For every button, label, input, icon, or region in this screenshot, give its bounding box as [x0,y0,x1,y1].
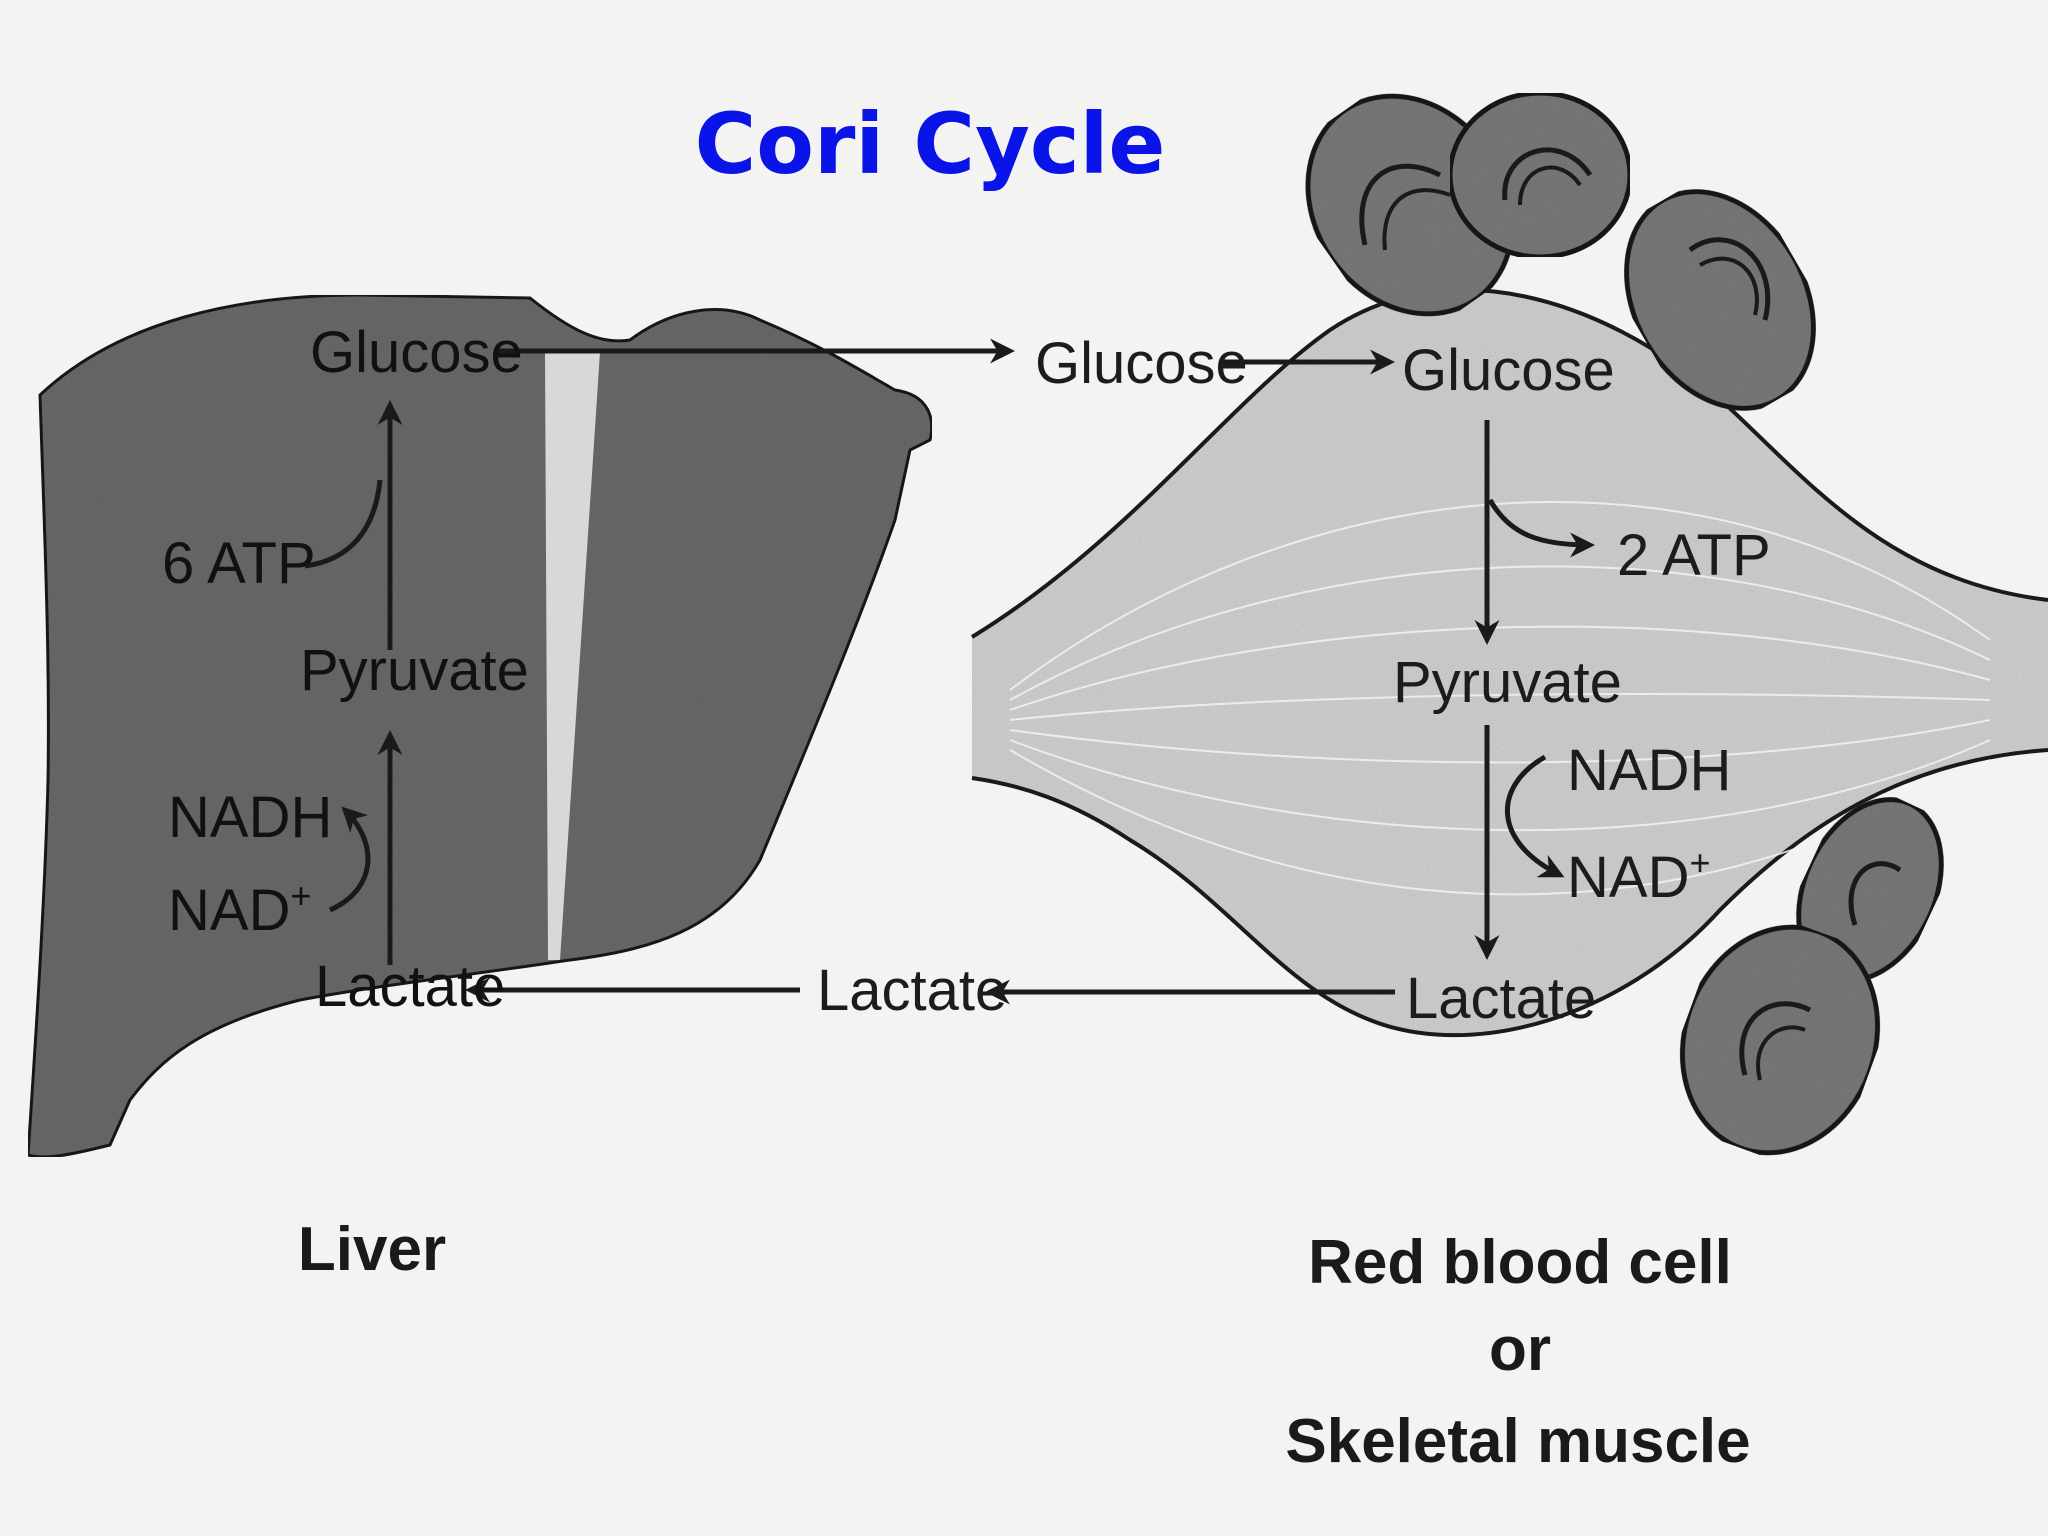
rbc-icon [1624,189,1816,411]
muscle-lactate-label: Lactate [1406,966,1596,1031]
liver-fissure [545,352,600,960]
liver-caption: Liver [298,1215,446,1284]
muscle-caption-line3: Skeletal muscle [1285,1407,1750,1476]
muscle-cell-shape [970,287,2048,1038]
liver-lactate-label: Lactate [315,954,505,1019]
rbc-icon [1679,924,1881,1156]
liver-arrows [304,400,403,965]
red-blood-cells-top [1305,90,1816,411]
muscle-nadh-label: NADH [1567,738,1731,803]
blood-lactate-label: Lactate [817,958,1007,1023]
muscle-arrows [1474,420,1595,960]
muscle-caption-line1: Red blood cell [1308,1228,1732,1297]
liver-nadh-label: NADH [168,785,332,850]
red-blood-cells-bottom [1679,797,1944,1156]
transport-arrows [465,338,1395,1005]
liver-atp-label: 6 ATP [162,531,316,596]
liver-glucose-label: Glucose [310,320,523,385]
muscle-pyruvate-label: Pyruvate [1393,650,1622,715]
muscle-atp-label: 2 ATP [1617,523,1771,588]
liver-shape [26,293,934,1159]
page-title: Cori Cycle [695,95,1166,193]
muscle-glucose-label: Glucose [1402,338,1615,403]
liver-nad-label: NAD+ [168,875,312,943]
muscle-caption-line2: or [1489,1315,1551,1384]
muscle-nad-label: NAD+ [1567,842,1711,910]
rbc-icon [1447,90,1633,260]
liver-pyruvate-label: Pyruvate [300,638,529,703]
blood-glucose-label: Glucose [1035,331,1248,396]
